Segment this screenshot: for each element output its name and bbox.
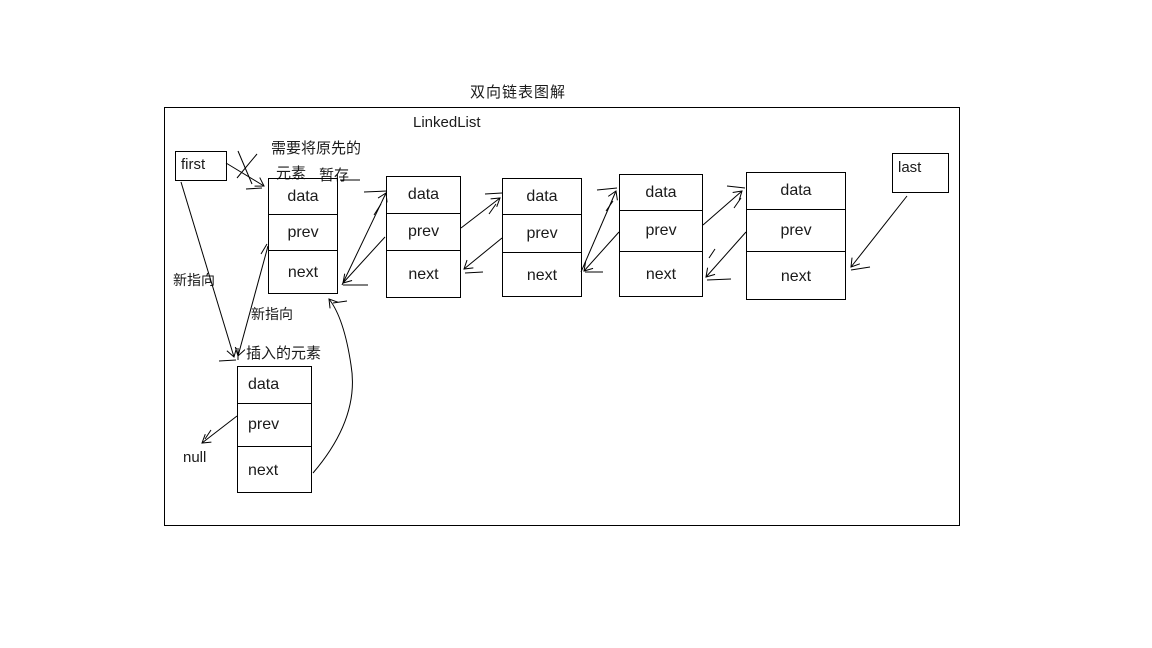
linkedlist-container-box: [164, 107, 960, 526]
annotation-store-original-line2: 元素: [276, 165, 307, 182]
node5-data-cell: data: [780, 182, 812, 199]
node1-data-cell: data: [287, 187, 319, 205]
node4-prev-cell: prev: [620, 210, 702, 251]
annotation-store-original-line1: 需要将原先的: [271, 140, 362, 157]
node3-next-cell: next: [503, 252, 581, 298]
node2-prev-cell: prev: [387, 213, 460, 250]
first-pointer-label: first: [181, 156, 206, 173]
chain-node-2: data prev next: [386, 176, 461, 298]
node4-data-cell: data: [645, 183, 677, 201]
inserted-prev-cell: prev: [238, 403, 311, 446]
annotation-new-pointer-from-first: 新指向: [173, 272, 215, 288]
annotation-new-pointer-from-node: 新指向: [251, 306, 293, 322]
node1-prev-cell: prev: [269, 214, 337, 250]
null-label: null: [183, 449, 207, 466]
node2-data-cell: data: [407, 186, 440, 203]
first-pointer-box: first: [175, 151, 227, 181]
annotation-inserted-element: 插入的元素: [246, 345, 322, 362]
chain-node-1: data prev next: [268, 178, 338, 294]
container-label: LinkedList: [413, 114, 481, 131]
node5-prev-cell: prev: [747, 209, 845, 251]
last-pointer-box: last: [892, 153, 949, 193]
chain-node-4: data prev next: [619, 174, 703, 297]
node2-next-cell: next: [387, 250, 460, 299]
node4-next-cell: next: [620, 251, 702, 298]
inserted-node: data prev next: [237, 366, 312, 493]
chain-node-3: data prev next: [502, 178, 582, 297]
node3-prev-cell: prev: [503, 214, 581, 252]
node5-next-cell: next: [747, 251, 845, 301]
node3-data-cell: data: [526, 187, 558, 205]
page-title: 双向链表图解: [470, 84, 567, 101]
chain-node-5: data prev next: [746, 172, 846, 300]
last-pointer-label: last: [898, 159, 922, 176]
inserted-next-cell: next: [238, 446, 311, 494]
inserted-data-cell: data: [248, 376, 280, 393]
node1-next-cell: next: [269, 250, 337, 295]
